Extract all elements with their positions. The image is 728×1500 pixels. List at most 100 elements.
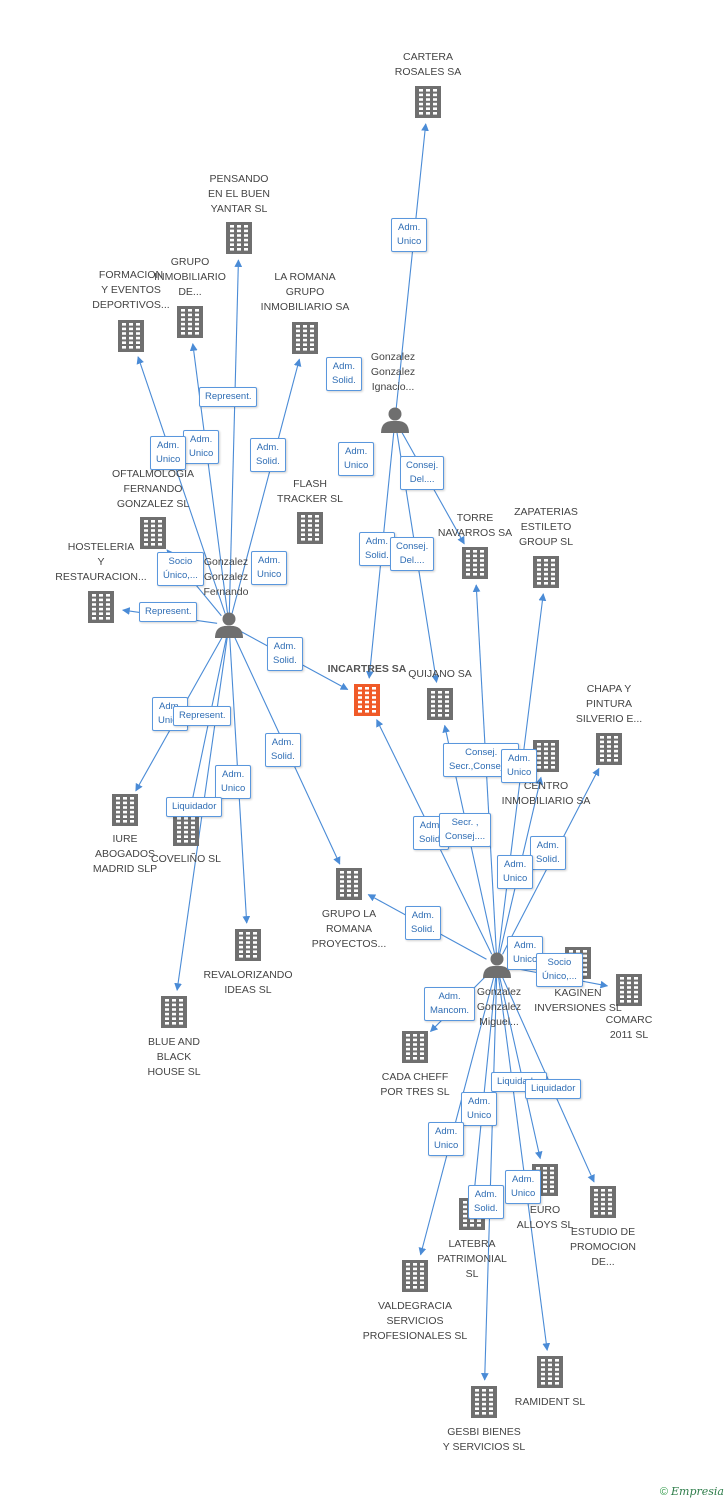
quijano-building-icon[interactable] [427,688,453,720]
node-label-oftalmologia: OFTALMOLOGIA FERNANDO GONZALEZ SL [111,468,195,510]
edge-p_miguel-valdegracia [418,976,495,1256]
comarc-building-icon[interactable] [616,974,642,1006]
edge-p_fernando-grupo_inm [189,343,229,614]
p_miguel-person-icon[interactable] [483,952,511,979]
node-label-centro: CENTRO INMOBILIARIO SA [501,780,591,807]
node-label-blueandblack: BLUE AND BLACK HOUSE SL [147,1036,201,1078]
role-badge[interactable]: Adm. Unico [497,855,534,889]
node-label-grupo_inm: GRUPO INMOBILIARIO DE... [154,256,226,298]
node-label-gesbi: GESBI BIENES Y SERVICIOS SL [442,1426,526,1453]
centro-building-icon[interactable] [533,740,559,772]
role-badge[interactable]: Adm. Mancom. [424,987,476,1021]
role-badge[interactable]: Socio Único,... [157,552,204,586]
blueandblack-building-icon[interactable] [161,996,187,1028]
gesbi-building-icon[interactable] [471,1386,497,1418]
copyright-icon: © [659,1486,668,1498]
role-badge[interactable]: Adm. Solid. [250,438,286,472]
node-label-chapa: CHAPA Y PINTURA SILVERIO E... [575,683,643,725]
node-label-cadacheff: CADA CHEFF POR TRES SL [380,1071,450,1098]
edge-p_fernando-laromana [231,358,302,614]
role-badge[interactable]: Adm. Solid. [265,733,301,767]
role-badge[interactable]: Adm. Unico [338,442,375,476]
role-badge[interactable]: Liquidador [525,1079,582,1099]
role-badge[interactable]: Adm. Unico [505,1170,542,1204]
role-badge[interactable]: Adm. Unico [215,765,252,799]
revalorizando-building-icon[interactable] [235,929,261,961]
edge-p_miguel-gesbi [481,976,498,1381]
node-label-comarc: COMARC 2011 SL [605,1014,653,1041]
node-label-iure: IURE ABOGADOS MADRID SLP [92,833,158,875]
cartera-building-icon[interactable] [415,86,441,118]
role-badge[interactable]: Consej. Del.... [390,537,435,571]
node-label-ramident: RAMIDENT SL [514,1396,586,1408]
role-badge[interactable]: Socio Único,... [536,953,583,987]
role-badge[interactable]: Adm. Unico [501,749,538,783]
chapa-building-icon[interactable] [596,733,622,765]
role-badge[interactable]: Adm. Solid. [405,906,441,940]
flash-building-icon[interactable] [297,512,323,544]
node-label-laromana: LA ROMANA GRUPO INMOBILIARIO SA [260,271,350,313]
zapaterias-building-icon[interactable] [533,556,559,588]
node-label-p_ignacio: Gonzalez Gonzalez Ignacio... [370,351,416,393]
node-label-kaginen: KAGINEN INVERSIONES SL [534,987,622,1014]
node-label-quijano: QUIJANO SA [408,668,472,680]
node-label-pensando: PENSANDO EN EL BUEN YANTAR SL [207,173,271,215]
formacion-building-icon[interactable] [118,320,144,352]
role-badge[interactable]: Represent. [173,706,232,726]
iure-building-icon[interactable] [112,794,138,826]
grupolaromana-building-icon[interactable] [336,868,362,900]
estudio-building-icon[interactable] [590,1186,616,1218]
footer-brand: © Empresia [660,1485,724,1498]
node-label-valdegracia: VALDEGRACIA SERVICIOS PROFESIONALES SL [362,1300,468,1342]
edge-p_miguel-ramident [498,976,551,1351]
ramident-building-icon[interactable] [537,1356,563,1388]
role-badge[interactable]: Secr. , Consej.... [439,813,492,847]
torre-building-icon[interactable] [462,547,488,579]
role-badge[interactable]: Adm. Unico [150,436,187,470]
role-badge[interactable]: Adm. Unico [251,551,288,585]
edge-p_ignacio-cartera [395,123,429,409]
role-badge[interactable]: Adm. Solid. [530,836,566,870]
node-label-formacion: FORMACION Y EVENTOS DEPORTIVOS... [92,269,170,311]
role-badge[interactable]: Adm. Unico [152,697,189,731]
edge-p_miguel-latebra [471,976,497,1193]
role-badge[interactable]: Adm. Unico [391,218,428,252]
edge-p_miguel-euroalloys [499,976,543,1160]
role-badge[interactable]: Adm. Unico [183,430,220,464]
hosteleria-building-icon[interactable] [88,591,114,623]
edge-p_fernando-pensando [228,259,243,614]
node-label-grupolaromana: GRUPO LA ROMANA PROYECTOS... [311,908,387,950]
p_ignacio-person-icon[interactable] [381,407,409,434]
role-badge[interactable]: Adm. Solid. [267,637,303,671]
role-badge[interactable]: Adm. Solid. [326,357,362,391]
grupo_inm-building-icon[interactable] [177,306,203,338]
edge-p_miguel-estudio [501,975,595,1183]
role-badge[interactable]: Consej. Del.... [400,456,445,490]
empresia-logo: Empresia [671,1485,724,1498]
incartres-building-icon[interactable] [354,684,380,716]
cadacheff-building-icon[interactable] [402,1031,428,1063]
node-label-p_fernando: Gonzalez Gonzalez Fernando [203,556,249,598]
laromana-building-icon[interactable] [292,322,318,354]
node-label-torre: TORRE NAVARROS SA [437,512,513,539]
oftalmologia-building-icon[interactable] [140,517,166,549]
covelino-building-icon[interactable] [173,814,199,846]
node-label-latebra: LATEBRA PATRIMONIAL SL [437,1238,507,1280]
edge-p_fernando-formacion [136,356,226,614]
node-label-incartres: INCARTRES SA [327,663,407,675]
role-badge[interactable]: Adm. Unico [461,1092,498,1126]
node-label-zapaterias: ZAPATERIAS ESTILETO GROUP SL [514,506,578,548]
role-badge[interactable]: Represent. [139,602,198,622]
node-label-cartera: CARTERA ROSALES SA [394,51,462,78]
role-badge[interactable]: Adm. Solid. [468,1185,504,1219]
node-label-flash: FLASH TRACKER SL [277,478,343,505]
role-badge[interactable]: Liquidador [166,797,223,817]
p_fernando-person-icon[interactable] [215,612,243,639]
pensando-building-icon[interactable] [226,222,252,254]
node-label-euroalloys: EURO ALLOYS SL [516,1204,574,1231]
valdegracia-building-icon[interactable] [402,1260,428,1292]
node-label-p_miguel: Gonzalez Gonzalez Miguel... [476,986,522,1028]
role-badge[interactable]: Adm. Unico [428,1122,465,1156]
role-badge[interactable]: Represent. [199,387,258,407]
